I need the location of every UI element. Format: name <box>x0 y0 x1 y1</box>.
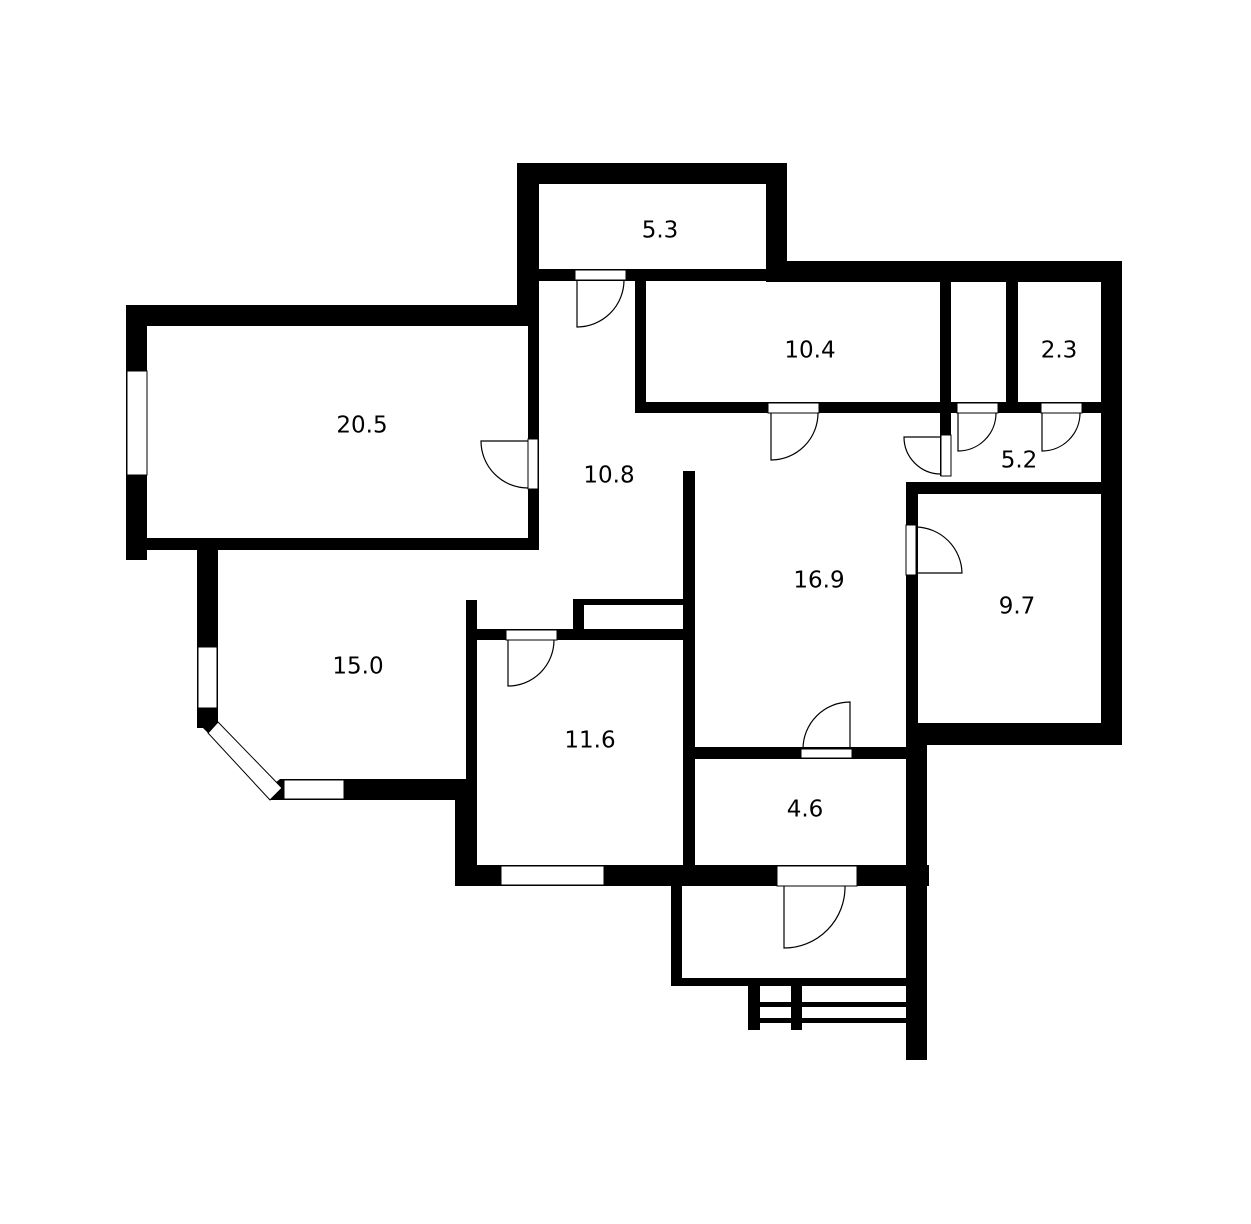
room-area-label: 9.7 <box>999 594 1036 620</box>
wall <box>1101 261 1122 745</box>
door-leaf <box>956 402 999 414</box>
window <box>126 370 148 476</box>
wall <box>940 402 1122 413</box>
wall <box>528 279 539 550</box>
wall <box>906 482 918 727</box>
door-swing-icon <box>480 440 529 489</box>
room-area-label: 5.3 <box>642 218 679 244</box>
wall <box>940 279 951 476</box>
door-swing-icon <box>802 701 851 750</box>
door-swing-icon <box>957 412 997 452</box>
door-swing-icon <box>783 885 846 949</box>
room-area-label: 2.3 <box>1041 338 1078 364</box>
window <box>197 646 218 709</box>
door-swing-icon <box>915 526 963 574</box>
windows <box>126 370 605 886</box>
room-area-label: 10.4 <box>784 338 835 364</box>
wall <box>126 538 539 550</box>
window <box>207 721 283 801</box>
wall <box>1006 279 1018 413</box>
wall <box>766 261 1122 282</box>
wall <box>766 163 787 281</box>
door-leaf <box>940 434 952 477</box>
room-area-label: 10.8 <box>583 463 634 489</box>
wall <box>906 723 1122 745</box>
room-labels: 5.3 10.4 2.3 20.5 10.8 5.2 16.9 9.7 15.0… <box>332 218 1077 823</box>
room-area-label: 5.2 <box>1001 448 1038 474</box>
wall <box>197 708 218 733</box>
wall <box>126 305 539 326</box>
room-area-label: 11.6 <box>564 728 615 754</box>
steps <box>760 1002 907 1007</box>
doors <box>480 269 1083 949</box>
door-leaf <box>505 629 558 641</box>
room-area-label: 15.0 <box>332 654 383 680</box>
walls <box>126 163 1122 1060</box>
wall <box>517 163 787 184</box>
wall <box>466 600 477 886</box>
wall <box>635 279 646 413</box>
wall <box>573 599 687 605</box>
wall <box>539 269 767 281</box>
wall <box>455 779 477 886</box>
door-swing-icon <box>1041 412 1081 452</box>
wall <box>573 599 584 634</box>
door-swing-icon <box>576 279 625 328</box>
door-swing-icon <box>903 436 942 475</box>
door-leaf <box>527 438 539 490</box>
steps <box>748 986 760 1030</box>
window <box>283 779 345 800</box>
door-leaf <box>574 269 627 281</box>
wall <box>671 886 682 986</box>
wall <box>906 723 927 1060</box>
door-swing-icon <box>507 639 555 687</box>
door-swing-icon <box>770 412 819 461</box>
wall <box>517 163 539 308</box>
steps <box>791 986 802 1030</box>
door-leaf <box>767 402 820 414</box>
room-area-label: 4.6 <box>787 797 824 823</box>
window <box>500 865 605 886</box>
door-leaf <box>800 748 853 759</box>
wall <box>466 629 694 640</box>
steps <box>760 1018 907 1023</box>
wall <box>671 978 909 986</box>
wall <box>906 482 1122 494</box>
door-leaf <box>905 524 917 576</box>
room-area-label: 16.9 <box>793 568 844 594</box>
wall <box>683 471 695 871</box>
door-leaf <box>1040 402 1083 414</box>
door-leaf <box>776 865 858 887</box>
room-area-label: 20.5 <box>336 413 387 439</box>
